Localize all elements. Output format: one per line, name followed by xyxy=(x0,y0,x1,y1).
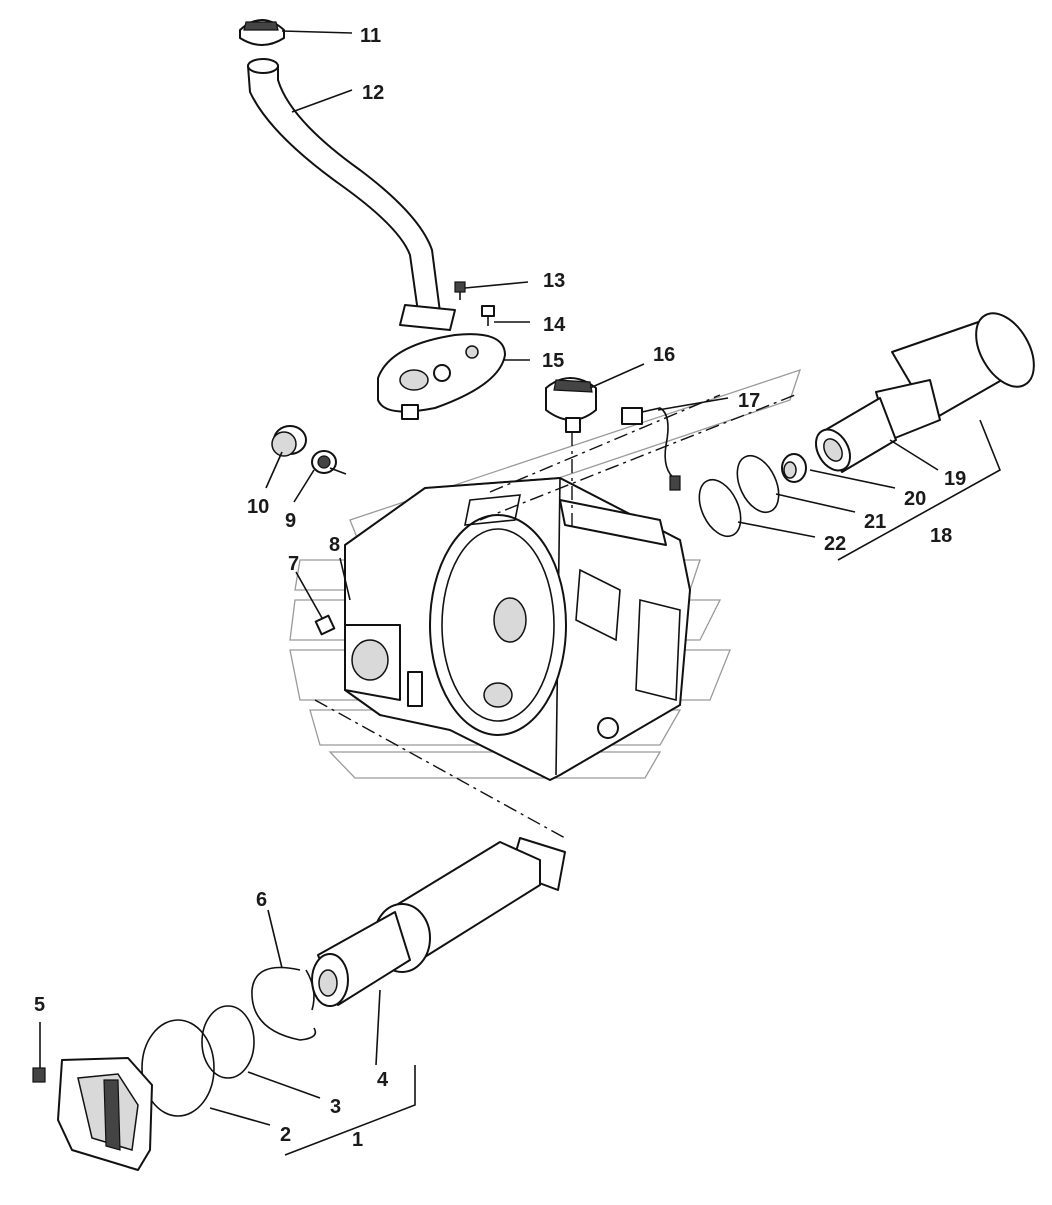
callout-16: 16 xyxy=(653,344,675,366)
bolt-13[interactable] xyxy=(454,281,466,300)
bushing-20[interactable] xyxy=(781,453,807,483)
plug-10[interactable] xyxy=(271,425,307,457)
callout-7: 7 xyxy=(288,553,299,575)
callout-15: 15 xyxy=(542,350,564,372)
fitting-9[interactable] xyxy=(311,450,347,475)
callout-12: 12 xyxy=(362,82,384,104)
callout-21: 21 xyxy=(864,511,886,533)
callout-10: 10 xyxy=(247,496,269,518)
shaft-19[interactable] xyxy=(809,303,1046,476)
callout-3: 3 xyxy=(330,1096,341,1118)
breather-cap-16[interactable] xyxy=(545,377,597,433)
callout-20: 20 xyxy=(904,488,926,510)
callout-6: 6 xyxy=(256,889,267,911)
callout-14: 14 xyxy=(543,314,566,336)
o-ring-21[interactable] xyxy=(729,449,787,519)
callout-13: 13 xyxy=(543,270,565,292)
callout-8: 8 xyxy=(329,534,340,556)
cover-plate-15[interactable] xyxy=(377,333,506,420)
bolt-14[interactable] xyxy=(481,305,495,326)
callout-5: 5 xyxy=(34,994,45,1016)
leader-lines xyxy=(39,30,1002,1156)
callout-1: 1 xyxy=(352,1129,363,1151)
callout-18: 18 xyxy=(930,525,952,547)
o-ring-2[interactable] xyxy=(141,1019,215,1117)
snap-ring-6[interactable] xyxy=(251,966,317,1041)
callout-11: 11 xyxy=(360,25,381,47)
plug-7[interactable] xyxy=(314,614,336,636)
o-ring-3[interactable] xyxy=(201,1005,255,1079)
sensor-17[interactable] xyxy=(621,407,681,491)
callout-19: 19 xyxy=(944,468,966,490)
callout-2: 2 xyxy=(280,1124,291,1146)
filler-tube-12[interactable] xyxy=(247,58,456,331)
filler-cap-11[interactable] xyxy=(239,19,285,46)
end-cover[interactable] xyxy=(57,1057,153,1171)
callouts: 1 2 3 4 5 6 7 8 9 10 11 12 13 14 15 16 1… xyxy=(34,25,966,1151)
callout-9: 9 xyxy=(285,510,296,532)
bolt-5[interactable] xyxy=(32,1067,46,1083)
o-ring-22[interactable] xyxy=(691,473,749,543)
assembly-axes xyxy=(314,394,796,839)
callout-4: 4 xyxy=(377,1069,389,1091)
callout-22: 22 xyxy=(824,533,846,555)
shaft-assembly-4[interactable] xyxy=(311,837,566,1007)
transmission-housing xyxy=(344,477,691,781)
callout-17: 17 xyxy=(738,390,760,412)
